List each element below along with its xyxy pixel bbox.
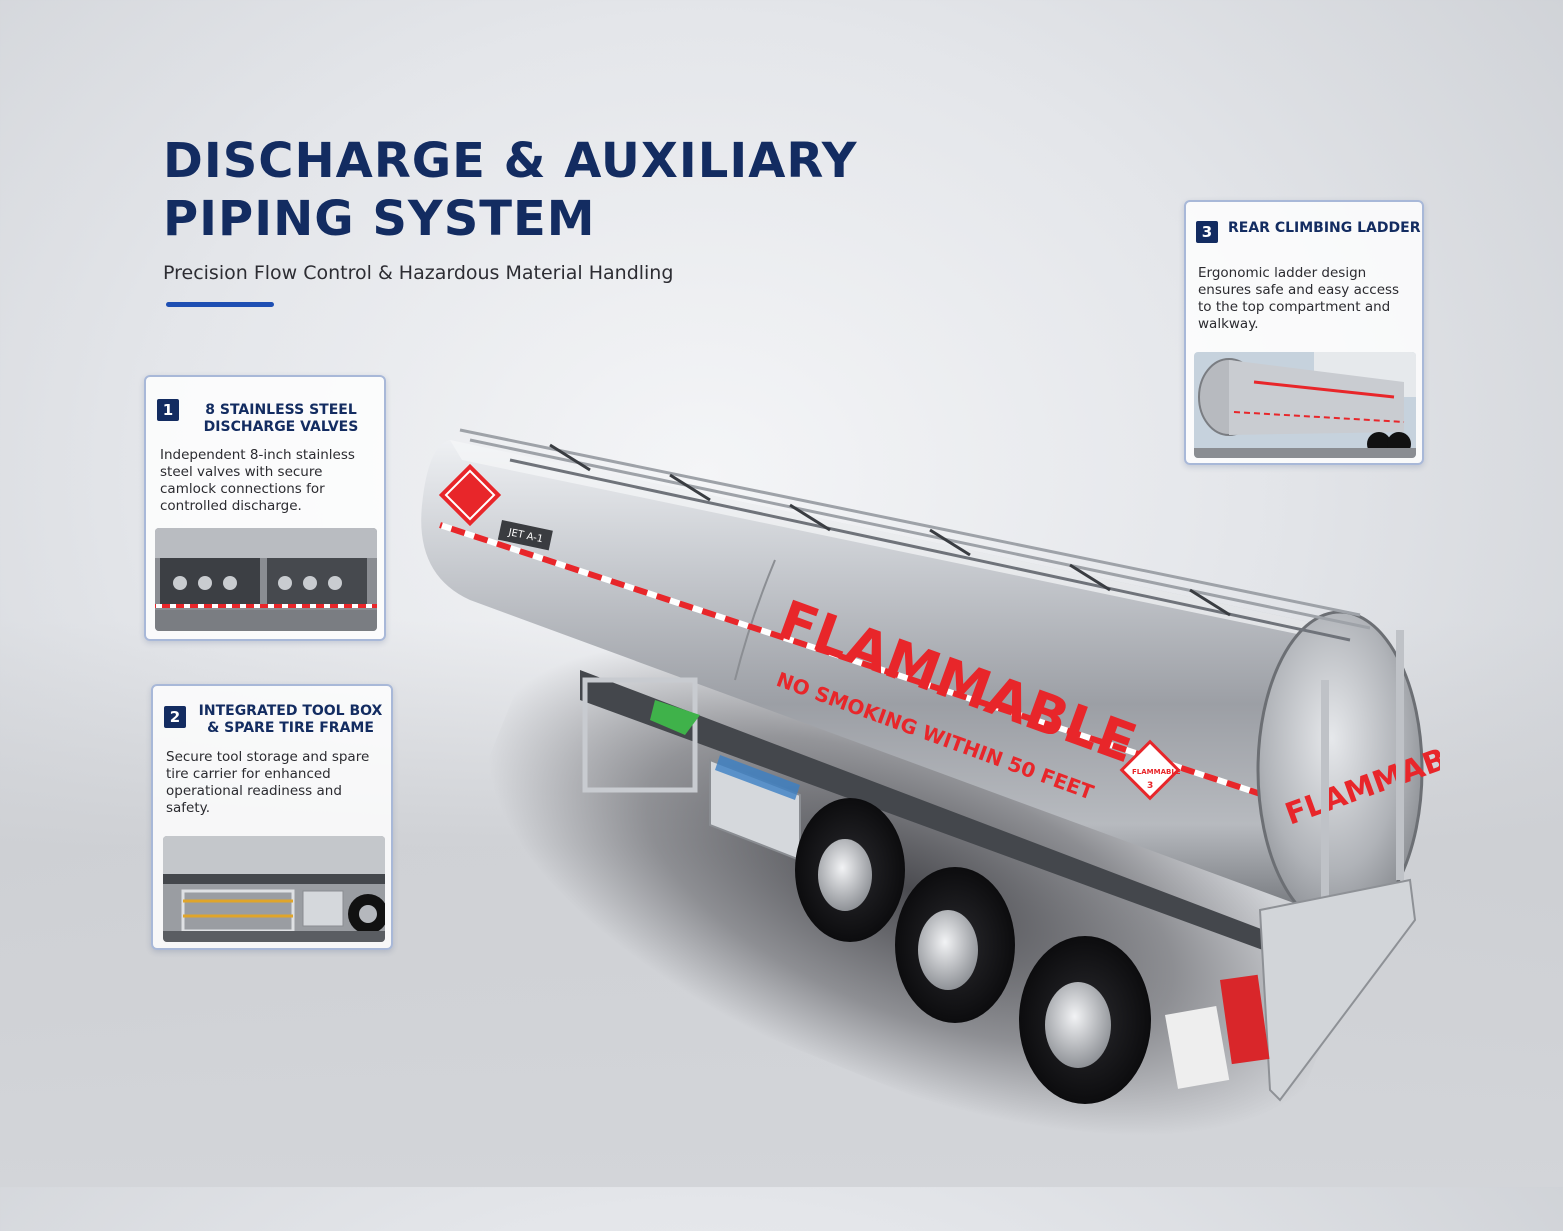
top-piping <box>459 428 1371 642</box>
page-subtitle: Precision Flow Control & Hazardous Mater… <box>163 262 674 284</box>
chassis <box>580 670 1290 960</box>
card-2-text-line3: operational readiness and <box>166 783 342 799</box>
card-2-number-badge: 2 <box>164 706 186 728</box>
wheel-axle-2 <box>895 867 1015 1023</box>
card-1-number-badge: 1 <box>157 399 179 421</box>
card-1-title: 8 STAINLESS STEEL DISCHARGE VALVES <box>186 402 376 436</box>
card-1-text-line2: steel valves with secure <box>160 464 323 480</box>
hazard-placard-word: FLAMMABLE <box>1132 768 1181 776</box>
card-3-text-line3: to the top compartment and <box>1198 299 1391 315</box>
hazard-placard-icon <box>438 463 502 527</box>
hazard-placard-number: 3 <box>1147 781 1153 791</box>
feature-card-3: 3 REAR CLIMBING LADDER Ergonomic ladder … <box>1184 200 1424 465</box>
page-title-line2: PIPING SYSTEM <box>163 191 596 247</box>
card-3-text-line1: Ergonomic ladder design <box>1198 265 1367 281</box>
card-2-description: Secure tool storage and spare tire carri… <box>166 749 388 817</box>
card-1-text-line4: controlled discharge. <box>160 498 302 514</box>
card-3-description: Ergonomic ladder design ensures safe and… <box>1198 265 1420 333</box>
rear-hazard-panel <box>1219 974 1270 1065</box>
card-2-text-line1: Secure tool storage and spare <box>166 749 370 765</box>
card-1-description: Independent 8-inch stainless steel valve… <box>160 447 380 515</box>
card-1-title-line1: 8 STAINLESS STEEL <box>205 402 357 418</box>
tanker-trailer-image: FLAMMABLE NO SMOKING WITHIN 50 FEET FLAM… <box>421 428 1440 1104</box>
card-1-title-line2: DISCHARGE VALVES <box>203 419 359 435</box>
page-title-line1: DISCHARGE & AUXILIARY <box>163 133 858 189</box>
card-1-text-line1: Independent 8-inch stainless <box>160 447 355 463</box>
card-3-number-badge: 3 <box>1196 221 1218 243</box>
card-1-photo <box>155 528 377 631</box>
feature-card-2: 2 INTEGRATED TOOL BOX & SPARE TIRE FRAME… <box>151 684 393 950</box>
card-2-photo <box>163 836 385 942</box>
card-2-text-line4: safety. <box>166 800 211 816</box>
page-title: DISCHARGE & AUXILIARY PIPING SYSTEM <box>163 132 863 248</box>
mud-flap <box>1165 1005 1230 1089</box>
wheel-axle-3 <box>1019 936 1151 1104</box>
card-2-text-line2: tire carrier for enhanced <box>166 766 331 782</box>
card-3-title: REAR CLIMBING LADDER <box>1228 220 1421 236</box>
card-3-text-line2: ensures safe and easy access <box>1198 282 1400 298</box>
green-valve-cap <box>650 700 700 735</box>
fuel-tag <box>497 520 553 551</box>
rear-bumper <box>1165 878 1417 1102</box>
card-3-photo <box>1194 352 1416 458</box>
card-2-title: INTEGRATED TOOL BOX & SPARE TIRE FRAME <box>193 703 388 737</box>
title-accent-bar <box>166 302 274 307</box>
card-1-text-line3: camlock connections for <box>160 481 325 497</box>
hazard-placard-side-icon: FLAMMABLE 3 <box>1119 739 1181 801</box>
spare-tire-frame <box>582 677 698 793</box>
rear-ladder <box>1321 630 1404 920</box>
feature-card-1: 1 8 STAINLESS STEEL DISCHARGE VALVES Ind… <box>144 375 386 641</box>
card-2-title-line1: INTEGRATED TOOL BOX <box>198 703 383 719</box>
card-3-text-line4: walkway. <box>1198 316 1259 332</box>
card-2-title-line2: & SPARE TIRE FRAME <box>207 720 374 736</box>
wheel-axle-1 <box>795 798 905 942</box>
page-header: DISCHARGE & AUXILIARY PIPING SYSTEM Prec… <box>163 132 863 284</box>
